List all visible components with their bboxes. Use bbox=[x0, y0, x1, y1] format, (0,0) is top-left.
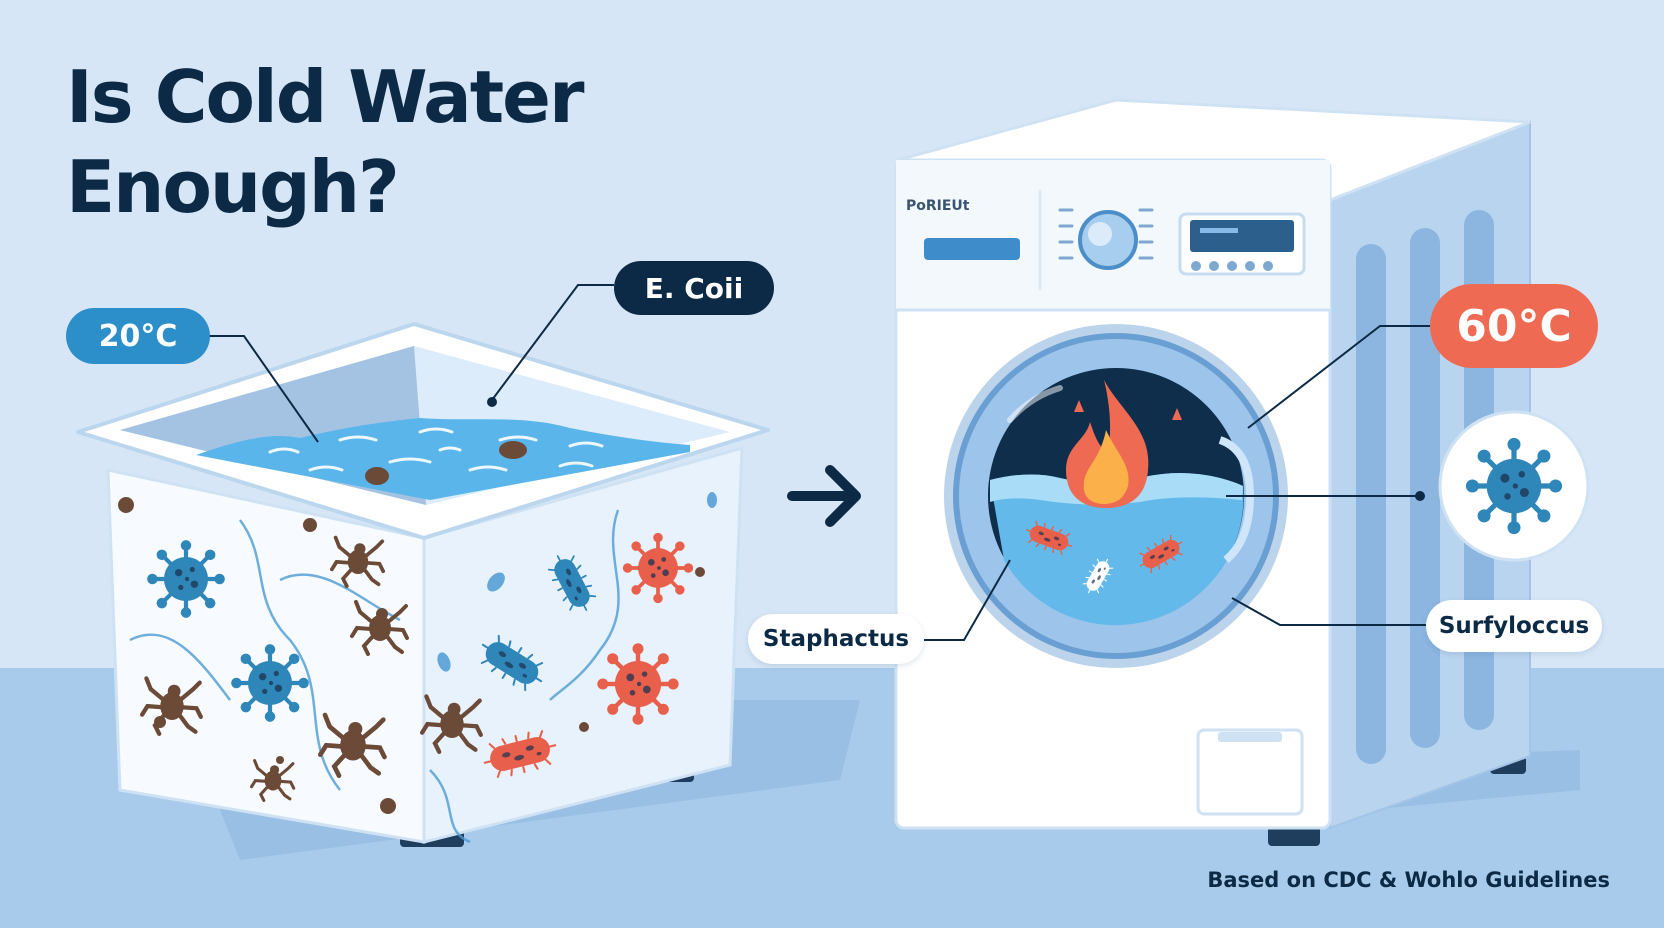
source-credit: Based on CDC & Wohlo Guidelines bbox=[1207, 868, 1610, 892]
machine-brand: PoRIEUt bbox=[906, 198, 970, 214]
title-line-1: Is Cold Water bbox=[66, 55, 584, 139]
cold-temperature-label: 20°C bbox=[66, 308, 210, 364]
bucket-microbe-label: E. Coii bbox=[614, 261, 774, 315]
title-line-2: Enough? bbox=[66, 145, 400, 229]
right-arrow-icon bbox=[787, 465, 861, 527]
page-title: Is Cold Water Enough? bbox=[66, 52, 584, 232]
leader-lines bbox=[208, 284, 1430, 641]
hot-temperature-label: 60°C bbox=[1430, 284, 1598, 368]
virus-badge bbox=[1438, 410, 1590, 562]
drum-microbe-label-left: Staphactus bbox=[748, 614, 924, 664]
drum-microbe-label-right: Surfyloccus bbox=[1426, 600, 1602, 652]
virus-icon bbox=[1466, 438, 1562, 534]
flame-icon bbox=[1066, 380, 1149, 508]
washing-machine bbox=[894, 98, 1531, 846]
water-bucket bbox=[76, 322, 770, 847]
